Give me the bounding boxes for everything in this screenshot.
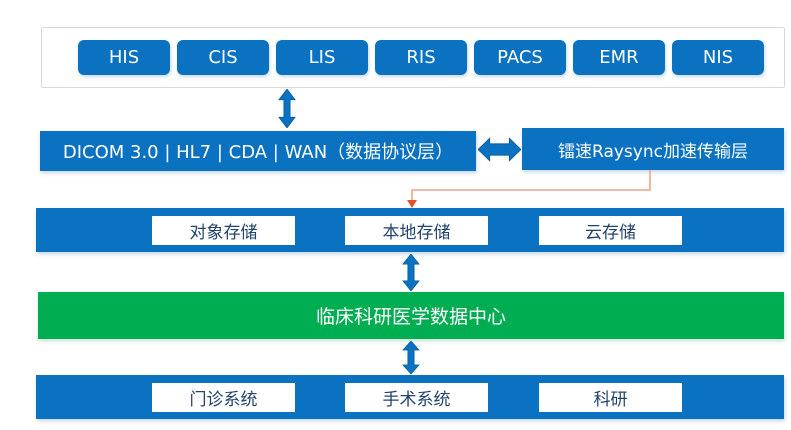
up-down-arrow-icon bbox=[278, 89, 296, 128]
protocol-layer-bar: DICOM 3.0 | HL7 | CDA | WAN（数据协议层） bbox=[40, 131, 476, 171]
system-box-his: HIS bbox=[78, 40, 170, 75]
system-box-emr: EMR bbox=[573, 40, 665, 75]
system-label: PACS bbox=[497, 47, 543, 68]
up-down-arrow-icon bbox=[402, 341, 420, 374]
up-down-arrow-icon bbox=[402, 254, 420, 291]
storage-box-object: 对象存储 bbox=[152, 216, 295, 245]
storage-label: 对象存储 bbox=[189, 223, 258, 243]
systems-container: HIS CIS LIS RIS PACS EMR NIS bbox=[41, 27, 785, 88]
left-right-arrow-icon bbox=[478, 137, 521, 162]
system-label: NIS bbox=[702, 47, 734, 68]
system-box-cis: CIS bbox=[177, 40, 269, 75]
app-box-research: 科研 bbox=[539, 383, 682, 412]
application-layer-bar: 门诊系统 手术系统 科研 bbox=[36, 375, 784, 419]
raysync-transfer-layer-bar: 镭速Raysync加速传输层 bbox=[522, 128, 784, 170]
system-box-pacs: PACS bbox=[474, 40, 566, 75]
data-center-label: 临床科研医学数据中心 bbox=[315, 306, 506, 328]
system-label: HIS bbox=[108, 47, 140, 68]
storage-layer-bar: 对象存储 本地存储 云存储 bbox=[36, 208, 784, 252]
app-label: 门诊系统 bbox=[189, 390, 258, 410]
system-label: EMR bbox=[599, 47, 639, 68]
app-box-surgery: 手术系统 bbox=[345, 383, 488, 412]
app-label: 科研 bbox=[593, 390, 628, 410]
protocol-layer-label: DICOM 3.0 | HL7 | CDA | WAN（数据协议层） bbox=[62, 142, 454, 163]
system-label: CIS bbox=[208, 47, 238, 68]
app-label: 手术系统 bbox=[382, 390, 451, 410]
system-box-lis: LIS bbox=[276, 40, 368, 75]
system-box-nis: NIS bbox=[672, 40, 764, 75]
app-box-outpatient: 门诊系统 bbox=[152, 383, 295, 412]
storage-box-cloud: 云存储 bbox=[539, 216, 682, 245]
raysync-transfer-layer-label: 镭速Raysync加速传输层 bbox=[558, 141, 748, 162]
storage-box-local: 本地存储 bbox=[345, 216, 488, 245]
data-center-bar: 临床科研医学数据中心 bbox=[38, 292, 784, 339]
system-label: RIS bbox=[406, 47, 436, 68]
system-label: LIS bbox=[308, 47, 336, 68]
storage-label: 本地存储 bbox=[382, 223, 451, 243]
storage-label: 云存储 bbox=[585, 223, 636, 243]
system-box-ris: RIS bbox=[375, 40, 467, 75]
connector-arrow-raysync-to-local-storage bbox=[407, 170, 651, 208]
